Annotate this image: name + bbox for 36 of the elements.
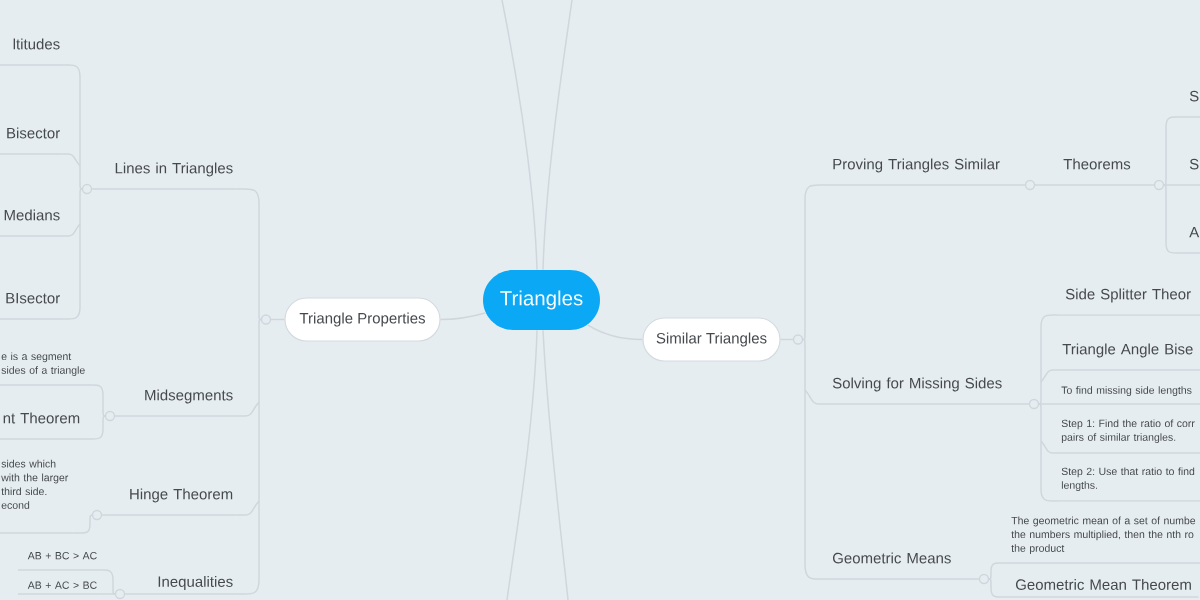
topic-label: Lines in Triangles — [86, 162, 238, 190]
topic-label: Theorems — [1057, 158, 1161, 186]
topic-label: Step 2: Use that ratio to find lengths. — [1057, 467, 1200, 502]
topic-label: Solving for Missing Sides — [825, 377, 1036, 405]
topic-label: nt Theorem — [0, 412, 84, 440]
topic-label: S — [1179, 158, 1200, 186]
topic-label: Side Splitter Theor — [1057, 288, 1200, 316]
topic-label: sides which with the larger third side. econd — [0, 459, 74, 534]
topic-label: e is a segment sides of a triangle — [0, 352, 94, 386]
topic-label: S — [1179, 90, 1200, 118]
topic-label: Hinge Theorem — [96, 488, 238, 516]
topic-label: BIsector — [0, 293, 64, 320]
topic-label: Medians — [0, 209, 64, 237]
connector-line — [439, 311, 487, 321]
topic-label: Geometric Means — [825, 552, 986, 580]
topic-label: Geometric Mean Theorem — [1009, 578, 1200, 598]
topic-label: Inequalities — [119, 575, 238, 595]
topic-label: ltitudes — [0, 38, 64, 66]
topic-label: AB + AC > BC — [17, 581, 102, 595]
topic-label: Proving Triangles Similar — [825, 158, 1032, 186]
topic-label: Step 1: Find the ratio of corr pairs of similar triangles. — [1057, 419, 1200, 454]
connector-line — [506, 329, 538, 600]
topic-label: Midsegments — [109, 389, 238, 417]
connector-line — [586, 323, 644, 341]
connector-line — [501, 0, 538, 271]
central-topic-pill: Triangles — [483, 270, 600, 330]
topic-label: To find missing side lengths — [1057, 386, 1200, 405]
topic-label: AB + BC > AC — [17, 552, 102, 571]
topic-label: The geometric mean of a set of numbe the numbers multiplied, then the nth ro the product — [1007, 516, 1200, 564]
connector-line — [542, 0, 573, 271]
topic-label: A — [1179, 227, 1200, 254]
topic-label: Bisector — [0, 127, 64, 155]
topic-label: Triangle Angle Bise — [1057, 343, 1200, 371]
topic-pill: Similar Triangles — [642, 317, 781, 362]
connector-line — [542, 329, 569, 600]
topic-pill: Triangle Properties — [284, 297, 441, 342]
